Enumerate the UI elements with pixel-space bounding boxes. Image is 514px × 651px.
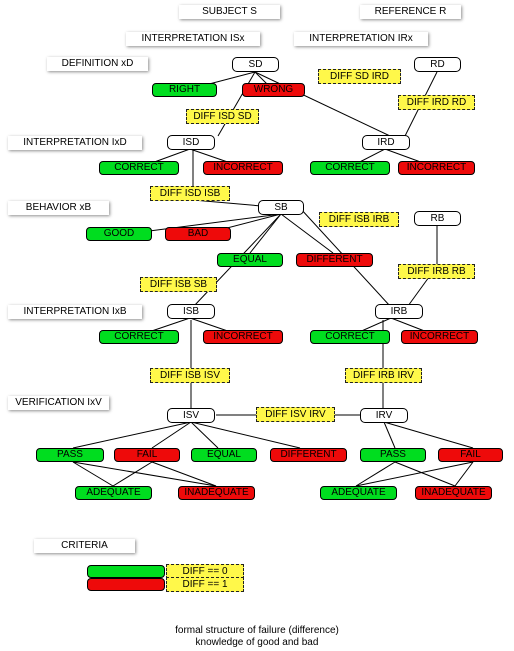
outcome-equal-sb: EQUAL — [217, 253, 283, 267]
node-rb: RB — [414, 211, 461, 226]
node-irb: IRB — [375, 304, 423, 319]
outcome-pass-irv: PASS — [360, 448, 426, 462]
node-rd: RD — [414, 57, 461, 72]
diff-irb-irv: DIFF IRB IRV — [345, 368, 422, 383]
outcome-incorrect-isd: INCORRECT — [203, 161, 283, 175]
node-sd: SD — [232, 57, 279, 72]
legend-red-swatch — [87, 578, 165, 591]
outcome-adequate-isv: ADEQUATE — [75, 486, 152, 500]
outcome-incorrect-isb: INCORRECT — [203, 330, 283, 344]
outcome-incorrect-irb: INCORRECT — [401, 330, 478, 344]
outcome-pass-isv: PASS — [36, 448, 104, 462]
subject-header: SUBJECT S — [179, 5, 280, 19]
caption-line-2: knowledge of good and bad — [195, 637, 319, 648]
caption-line-1: formal structure of failure (difference) — [175, 625, 339, 636]
node-isb: ISB — [167, 304, 215, 319]
outcome-fail-irv: FAIL — [438, 448, 503, 462]
outcome-bad: BAD — [165, 227, 231, 241]
interpretation-reference-header: INTERPRETATION IRx — [294, 32, 428, 46]
diff-irb-rb: DIFF IRB RB — [398, 264, 475, 279]
outcome-wrong: WRONG — [242, 83, 305, 97]
diff-isd-sd: DIFF ISD SD — [186, 109, 259, 124]
outcome-equal-isv: EQUAL — [191, 448, 257, 462]
node-ird: IRD — [362, 135, 410, 150]
reference-header: REFERENCE R — [360, 5, 461, 19]
outcome-incorrect-ird: INCORRECT — [398, 161, 475, 175]
node-irv: IRV — [360, 408, 408, 423]
node-isv: ISV — [167, 408, 215, 423]
legend-green-swatch — [87, 565, 165, 578]
interpretation-xd-header: INTERPRETATION IxD — [8, 136, 142, 150]
definition-header: DEFINITION xD — [47, 57, 148, 71]
outcome-correct-isd: CORRECT — [99, 161, 179, 175]
legend-diff-one: DIFF == 1 — [166, 577, 244, 592]
outcome-correct-isb: CORRECT — [99, 330, 179, 344]
outcome-inadequate-isv: INADEQUATE — [178, 486, 255, 500]
diff-isb-irb: DIFF ISB IRB — [319, 212, 399, 227]
outcome-good: GOOD — [86, 227, 152, 241]
criteria-header: CRITERIA — [34, 539, 135, 553]
outcome-right: RIGHT — [152, 83, 217, 97]
interpretation-xb-header: INTERPRETATION IxB — [8, 305, 142, 319]
outcome-different-isv: DIFFERENT — [270, 448, 347, 462]
outcome-correct-irb: CORRECT — [310, 330, 390, 344]
node-isd: ISD — [167, 135, 215, 150]
diff-isb-isv: DIFF ISB ISV — [150, 368, 230, 383]
outcome-fail-isv: FAIL — [114, 448, 180, 462]
node-sb: SB — [258, 200, 304, 215]
diff-sd-ird: DIFF SD IRD — [318, 69, 401, 84]
outcome-inadequate-irv: INADEQUATE — [415, 486, 492, 500]
diff-isb-sb: DIFF ISB SB — [140, 277, 217, 292]
verification-header: VERIFICATION IxV — [8, 396, 109, 410]
interpretation-subject-header: INTERPRETATION ISx — [126, 32, 260, 46]
diff-isv-irv: DIFF ISV IRV — [256, 407, 335, 422]
outcome-correct-ird: CORRECT — [310, 161, 390, 175]
behavior-header: BEHAVIOR xB — [8, 201, 109, 215]
legend-diff-zero: DIFF == 0 — [166, 564, 244, 579]
diff-ird-rd: DIFF IRD RD — [398, 95, 475, 110]
diff-isd-isb: DIFF ISD ISB — [150, 186, 230, 201]
outcome-adequate-irv: ADEQUATE — [320, 486, 397, 500]
outcome-different-sb: DIFFERENT — [296, 253, 373, 267]
